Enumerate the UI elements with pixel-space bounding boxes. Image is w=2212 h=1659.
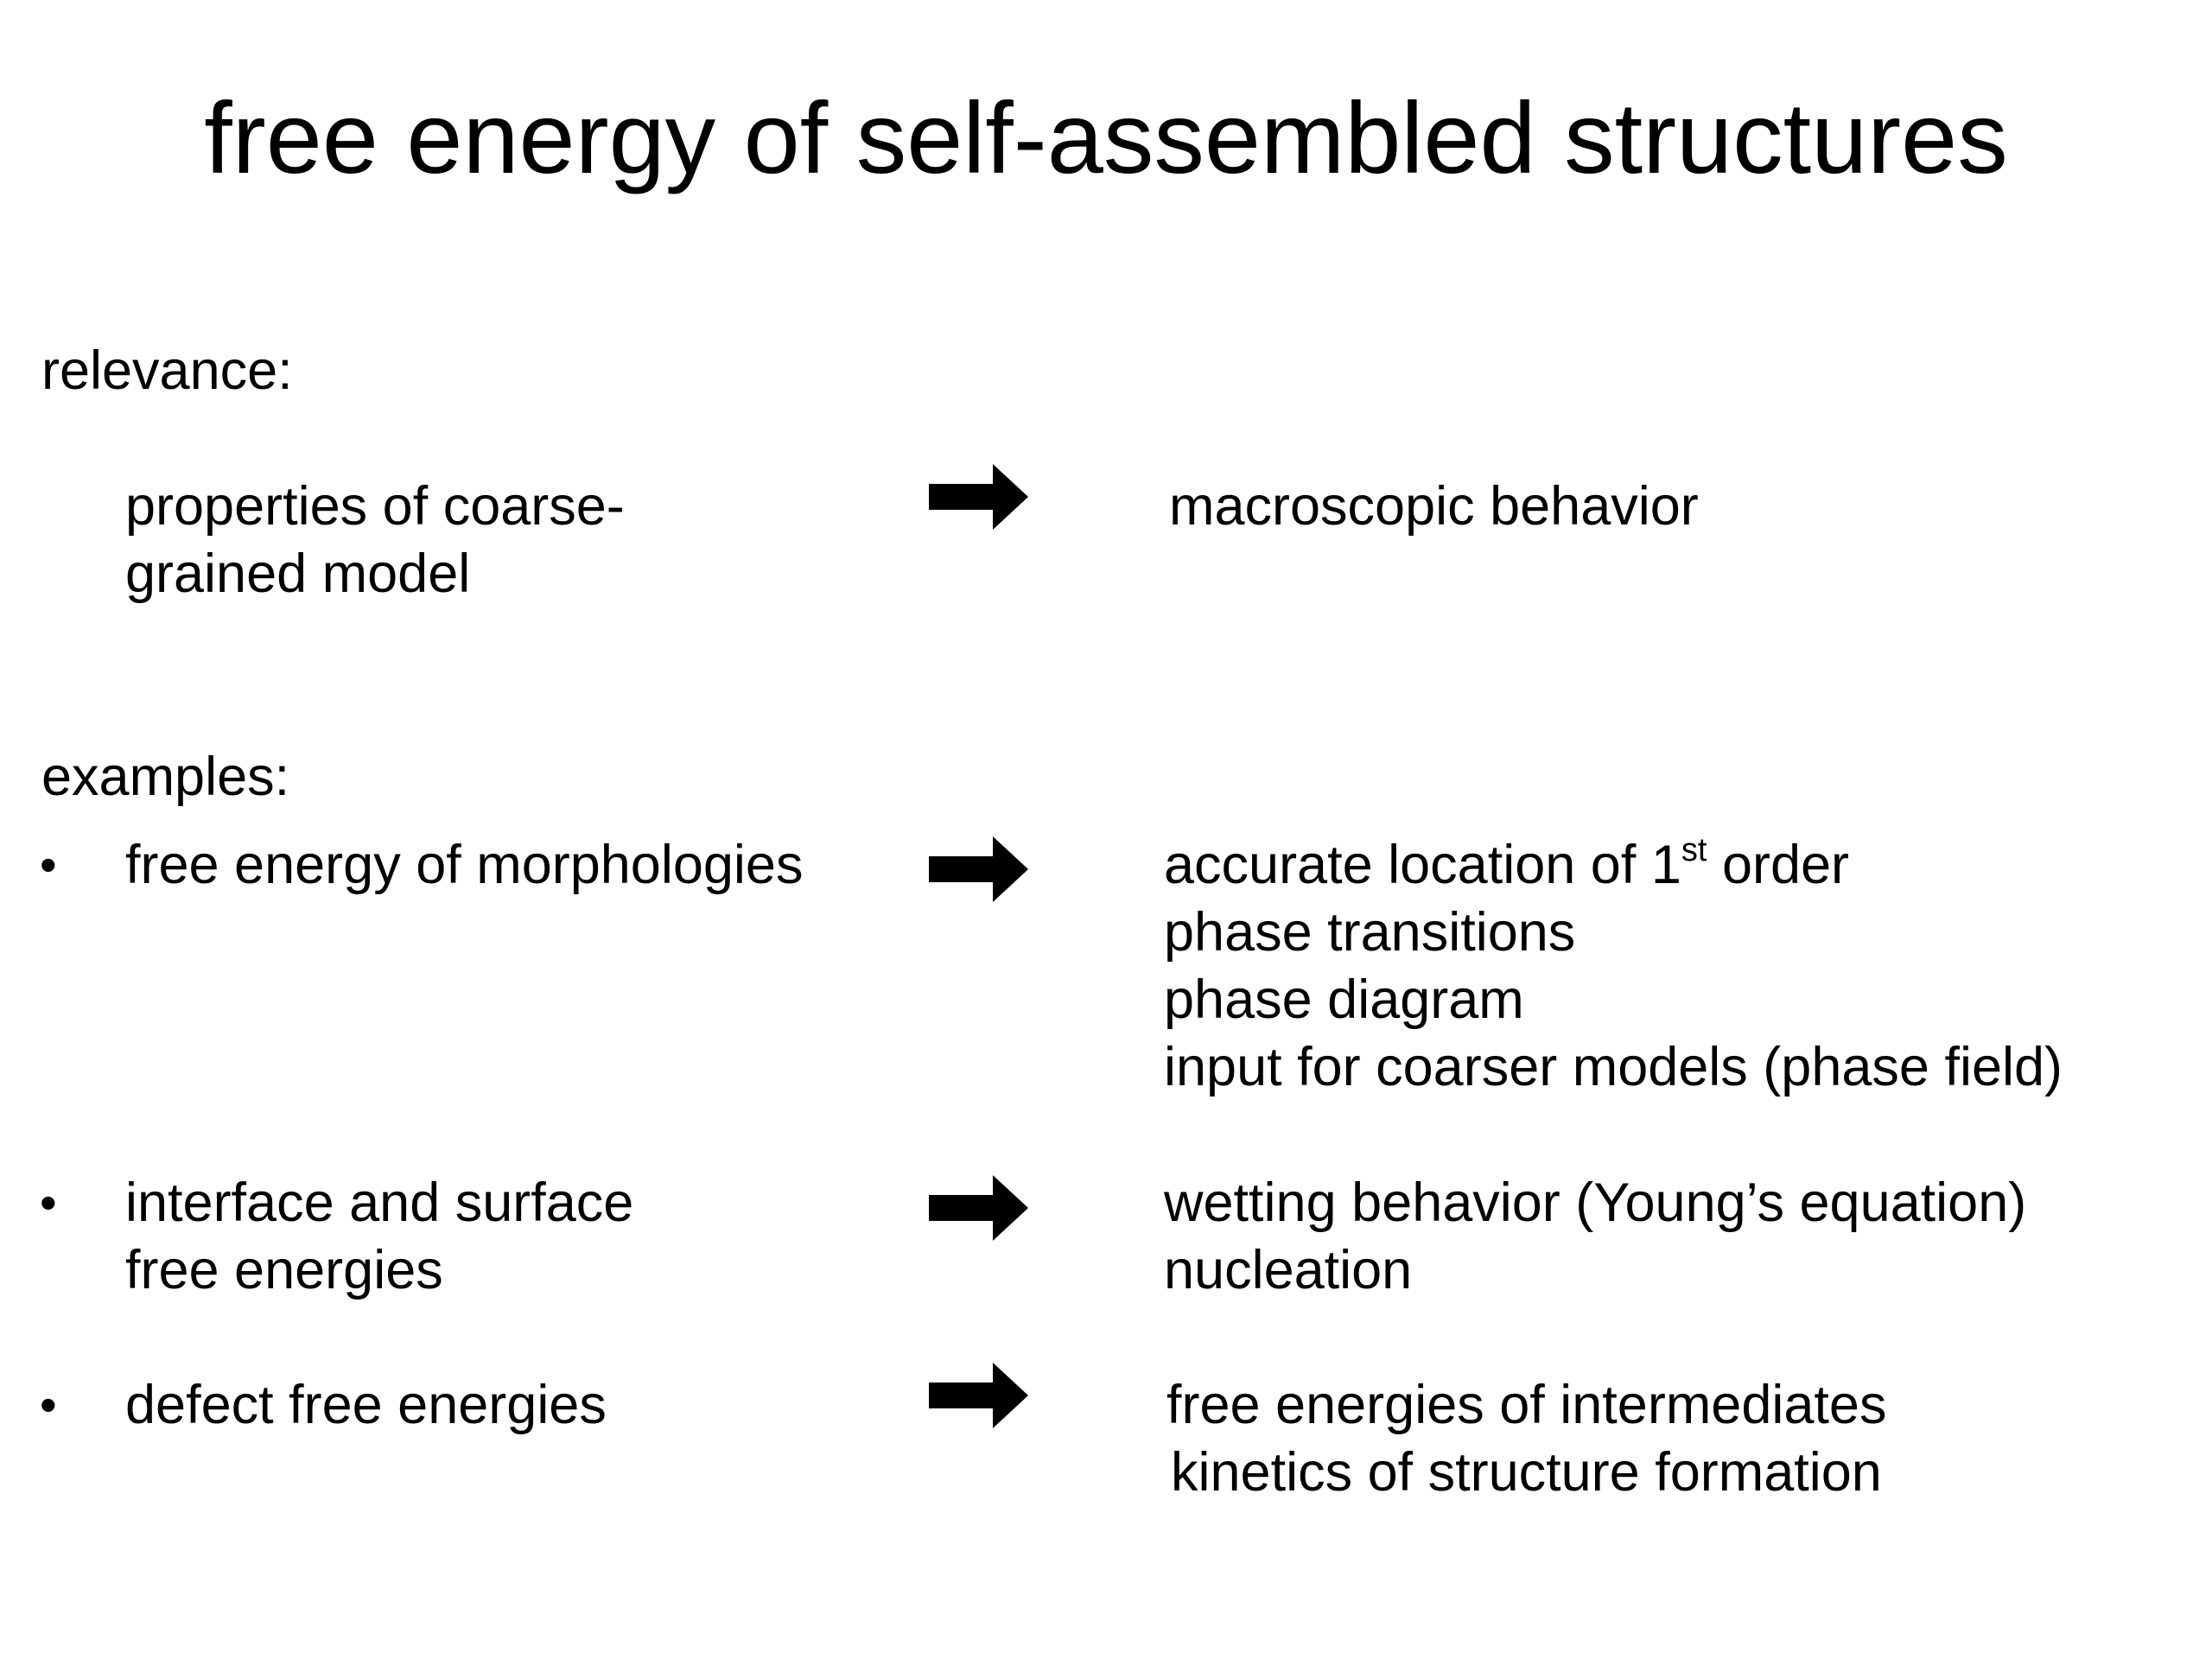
right-arrow-icon (929, 464, 1028, 530)
examples-label: examples: (41, 747, 290, 807)
right-arrow-icon (929, 1175, 1028, 1241)
example-2-right-line-1: wetting behavior (Young’s equation) (1164, 1173, 2027, 1233)
bullet-1: • (40, 837, 57, 892)
example-2-left-line-1: interface and surface (125, 1173, 634, 1233)
example-2-left-line-2: free energies (125, 1240, 443, 1300)
relevance-left-line-1: properties of coarse- (125, 476, 625, 537)
example-2-right-line-2: nucleation (1164, 1240, 1413, 1300)
bullet-3: • (40, 1377, 57, 1432)
example-1-right-line-3: phase diagram (1164, 969, 1524, 1030)
example-1-right-line-1: accurate location of 1st order (1164, 831, 1849, 899)
relevance-label: relevance: (41, 340, 293, 401)
right-arrow-icon (929, 1363, 1028, 1428)
right-arrow-icon (929, 836, 1028, 902)
example-1-right-suffix: order (1707, 835, 1850, 895)
ordinal-superscript: st (1681, 832, 1707, 868)
example-3-right-line-2: kinetics of structure formation (1171, 1442, 1882, 1503)
example-1-right-line-2: phase transitions (1164, 902, 1576, 963)
slide-title: free energy of self-assembled structures (204, 81, 2008, 194)
relevance-right-line-1: macroscopic behavior (1169, 476, 1699, 537)
example-1-right-line-4: input for coarser models (phase field) (1164, 1037, 2063, 1097)
example-1-right-prefix: accurate location of 1 (1164, 835, 1681, 895)
relevance-left-line-2: grained model (125, 543, 471, 604)
bullet-2: • (40, 1175, 57, 1230)
example-3-right-line-1: free energies of intermediates (1166, 1375, 1887, 1435)
example-1-left-line-1: free energy of morphologies (125, 835, 804, 895)
example-3-left-line-1: defect free energies (125, 1375, 607, 1435)
